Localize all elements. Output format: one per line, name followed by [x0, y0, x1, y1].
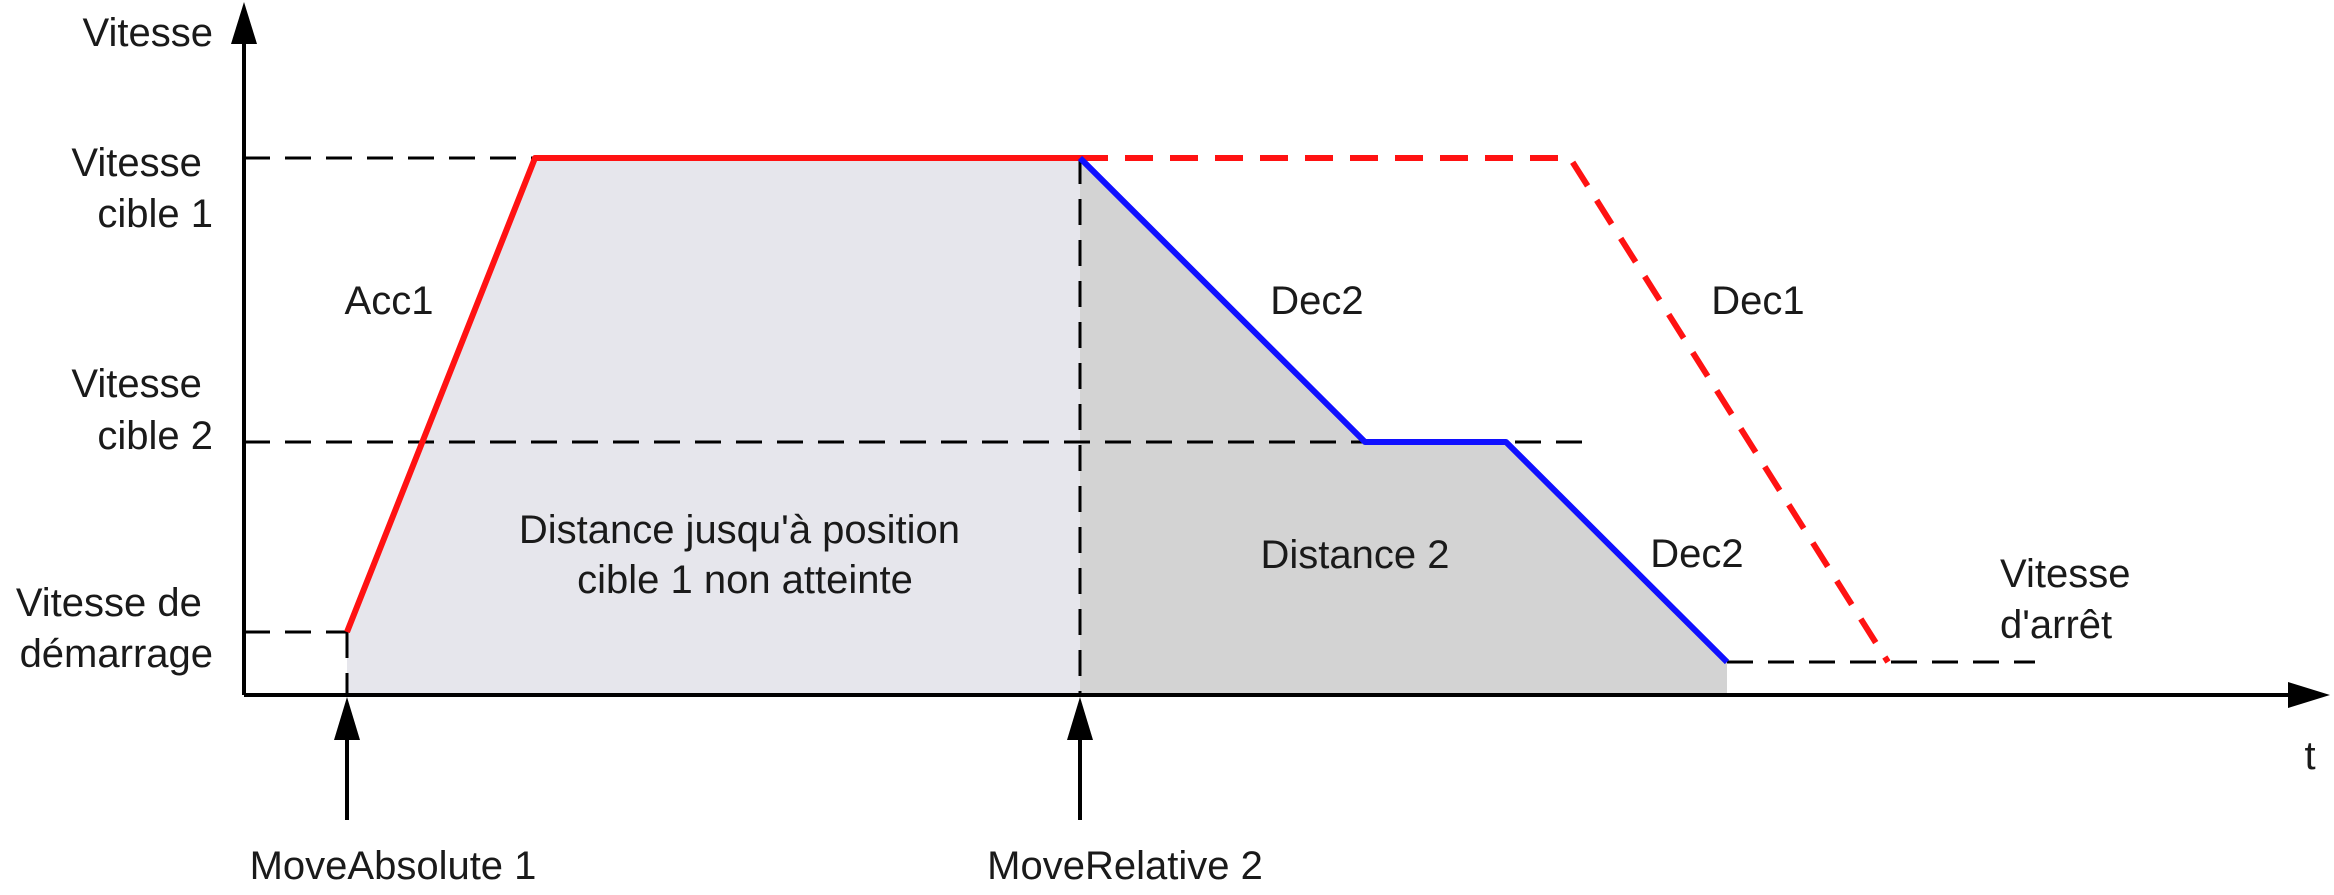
distance-1-label: Distance jusqu'à position cible 1 non at… — [519, 508, 971, 602]
move-relative-arrowhead — [1067, 697, 1093, 740]
x-axis-label: t — [2304, 734, 2315, 778]
initial-profile-line — [344, 155, 1080, 634]
start-speed-label: Vitesse de démarrage — [16, 581, 213, 676]
target-speed-1-label: Vitesse cible 1 — [71, 141, 213, 236]
move-relative-label: MoveRelative 2 — [987, 844, 1263, 888]
move-absolute-arrowhead — [334, 697, 360, 740]
target-speed-2-label: Vitesse cible 2 — [71, 362, 213, 458]
new-profile-line — [1077, 155, 1730, 665]
y-axis-arrowhead — [231, 2, 257, 44]
dec2-lower-label: Dec2 — [1650, 532, 1743, 576]
dec1-label: Dec1 — [1711, 279, 1804, 323]
distance-1-area — [347, 158, 1080, 695]
move-absolute-label: MoveAbsolute 1 — [250, 844, 537, 888]
x-axis-arrowhead — [2288, 682, 2330, 708]
stop-speed-label: Vitesse d'arrêt — [2000, 552, 2142, 647]
y-axis-label: Vitesse — [83, 11, 213, 55]
acc1-label: Acc1 — [345, 279, 434, 323]
distance-2-area — [1080, 158, 1727, 695]
dec2-upper-label: Dec2 — [1270, 279, 1363, 323]
distance-2-label: Distance 2 — [1261, 533, 1450, 577]
